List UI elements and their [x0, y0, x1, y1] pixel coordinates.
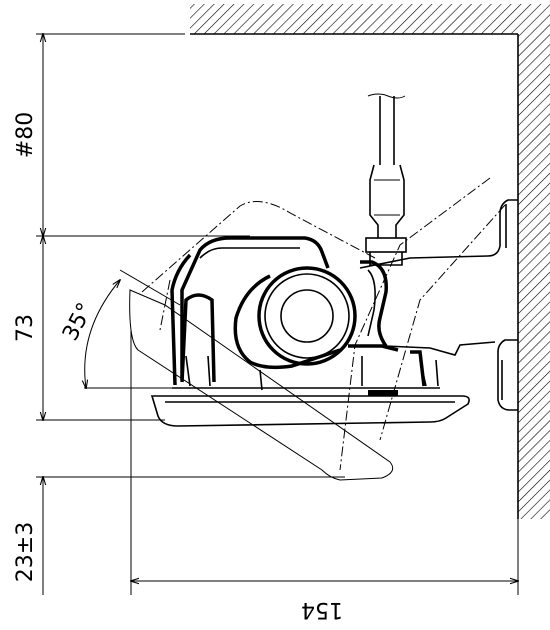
- unit-housing: [170, 236, 440, 391]
- dim-label-top-height: #80: [13, 112, 38, 158]
- dim-label-gap: 23±3: [13, 522, 38, 582]
- ceiling-hatch: [190, 4, 550, 35]
- angle-arc: [85, 280, 120, 388]
- dim-label-angle: 35°: [58, 299, 98, 345]
- wall-bracket-upper: [359, 199, 518, 269]
- wall-hatch: [517, 34, 550, 519]
- fan-motor: [233, 266, 357, 370]
- extension-lines: [36, 33, 519, 595]
- drain-pipe: [365, 93, 407, 266]
- grille-panel: [150, 390, 470, 427]
- dim-label-unit-height: 73: [13, 314, 38, 342]
- wall-bracket-lower: [384, 339, 518, 411]
- dim-label-width: 154: [301, 597, 343, 622]
